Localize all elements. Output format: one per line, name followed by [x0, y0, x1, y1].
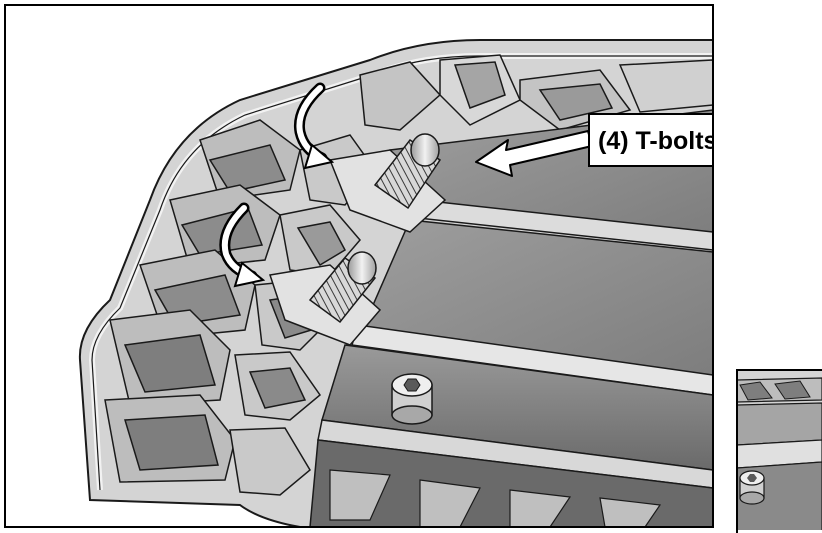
- curved-arrow-icon: [219, 202, 266, 288]
- callout-label-box: (4) T-bolts: [588, 113, 717, 167]
- main-view-frame: [4, 4, 714, 528]
- t-bolt-upper: [373, 133, 442, 210]
- socket-head-screw: [391, 373, 433, 425]
- socket-head-screw: [739, 470, 765, 505]
- main-detail-view: (4) T-bolts: [5, 5, 717, 527]
- inset-view-frame: [736, 369, 822, 533]
- inset-detail-view: [737, 370, 822, 530]
- curved-arrow-icon: [293, 82, 335, 170]
- callout-label: (4) T-bolts: [598, 127, 717, 155]
- t-bolt-lower: [308, 251, 377, 324]
- underside-webs: [329, 469, 662, 527]
